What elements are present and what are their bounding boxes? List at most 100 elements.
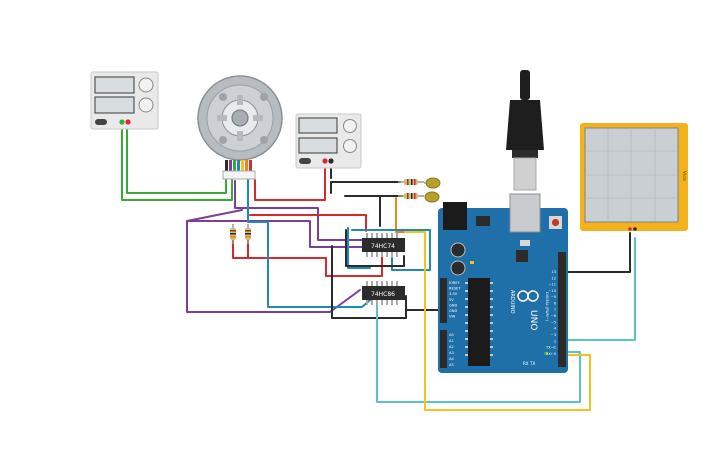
encoder-motor[interactable] xyxy=(197,75,283,180)
wire-black-scope xyxy=(565,232,631,273)
wire-red-ic xyxy=(247,255,383,277)
arduino-logo xyxy=(517,290,539,302)
arduino-led-on xyxy=(544,352,548,355)
wire-black-top xyxy=(330,181,401,194)
ic-74hc74[interactable]: 74HC74 xyxy=(362,233,405,257)
analog-pin-label: A1 xyxy=(449,339,454,343)
digital-pin-label: ~11 xyxy=(548,283,556,287)
psu1-knob-bottom xyxy=(138,97,154,113)
resistor-left-1[interactable] xyxy=(230,224,236,244)
power-pin-label: RESET xyxy=(449,287,461,291)
digital-pin-label: 12 xyxy=(551,276,556,280)
psu1-display-bottom xyxy=(94,96,135,114)
digital-pin-label: 8 xyxy=(554,302,557,306)
led-top-2[interactable] xyxy=(424,191,440,203)
ic-74hc74-label: 74HC74 xyxy=(371,243,395,250)
digital-pin-label: 7 xyxy=(554,308,556,312)
ic-74hc86-pins-bottom xyxy=(366,300,398,305)
psu1-display-top xyxy=(94,76,135,94)
resistor-top-2[interactable] xyxy=(398,193,424,199)
motor-screw-4 xyxy=(260,136,268,144)
arduino-regulator xyxy=(476,216,490,226)
arduino-usb-chip xyxy=(516,250,528,262)
psu1-terminal-pos xyxy=(125,119,131,125)
arduino-tx-label: TX xyxy=(529,361,535,366)
analog-pin-label: A5 xyxy=(449,363,454,367)
arduino-model: UNO xyxy=(528,310,538,330)
analog-pin-label: A4 xyxy=(449,357,454,361)
arduino-brand: ARDUINO xyxy=(509,290,515,314)
arduino-led-l xyxy=(470,261,474,264)
psu2-display-bottom xyxy=(298,137,338,154)
arduino-header-power xyxy=(440,278,447,323)
resistor-left-2[interactable] xyxy=(245,224,251,244)
oscilloscope-grid xyxy=(585,128,678,222)
wire-yellow-1 xyxy=(404,231,591,411)
wire-cyan-2 xyxy=(565,237,636,341)
digital-pin-label: 13 xyxy=(551,270,556,274)
analog-pin-label: A0 xyxy=(449,333,454,337)
digital-pin-label: ~6 xyxy=(551,314,557,318)
motor-leads xyxy=(222,160,256,180)
arduino-header-digital xyxy=(558,252,566,367)
wire-green-1 xyxy=(121,127,233,201)
power-pin-label: VIN xyxy=(449,315,456,319)
ic-74hc74-pins-top xyxy=(366,233,398,238)
digital-pin-label: 2 xyxy=(554,339,556,343)
arduino-usb-port xyxy=(509,193,541,233)
psu2-terminal-neg xyxy=(328,158,334,164)
arduino-power-jack xyxy=(443,202,467,230)
digital-pin-label: ~9 xyxy=(551,295,557,299)
wire-purple-2 xyxy=(186,209,361,313)
oscilloscope[interactable]: V/div xyxy=(580,123,688,231)
digital-pin-label: ~5 xyxy=(551,320,556,324)
ic-74hc74-pins-bottom xyxy=(366,252,398,257)
wire-red-mid xyxy=(249,214,367,232)
arduino-cap-2 xyxy=(450,260,466,276)
digital-pin-label: 4 xyxy=(554,327,557,331)
arduino-cap-1 xyxy=(450,242,466,258)
digital-pin-label: ~10 xyxy=(548,289,556,293)
arduino-uno[interactable]: ARDUINO UNO DIGITAL (PWM~) TX RX 1312~11… xyxy=(438,193,568,373)
psu2-switch xyxy=(299,158,311,164)
wire-purple-3 xyxy=(186,220,363,248)
wires xyxy=(121,127,636,411)
wire-black-ic74 xyxy=(345,229,405,267)
oscilloscope-vdiv-label: V/div xyxy=(682,171,687,182)
power-supply-1[interactable] xyxy=(90,71,159,130)
oscilloscope-terminal-neg xyxy=(633,227,637,231)
power-supply-2[interactable] xyxy=(295,113,362,169)
power-pin-label: GND xyxy=(449,309,457,313)
analog-pin-label: A3 xyxy=(449,351,454,355)
digital-pin-label: ~3 xyxy=(551,333,556,337)
arduino-header-analog xyxy=(440,330,447,368)
power-pin-label: GND xyxy=(449,303,457,307)
analog-pin-label: A2 xyxy=(449,345,454,349)
oscilloscope-terminal-pos xyxy=(628,227,632,231)
wire-orange xyxy=(395,197,407,233)
ic-74hc86-label: 74HC86 xyxy=(371,291,395,298)
wire-blue-ic xyxy=(347,227,371,269)
psu2-terminal-pos xyxy=(322,158,328,164)
psu2-display-top xyxy=(298,117,338,134)
arduino-mcu xyxy=(468,278,490,366)
motor-shaft xyxy=(231,109,249,127)
power-pin-label: 5V xyxy=(449,298,454,302)
psu1-knob-top xyxy=(138,77,154,93)
led-top-1[interactable] xyxy=(424,177,441,189)
usb-cable[interactable] xyxy=(506,70,544,191)
wire-green-2 xyxy=(126,127,227,194)
wire-black-low xyxy=(331,245,407,319)
power-pin-label: 3.3V xyxy=(449,292,458,296)
wire-cyan-1 xyxy=(376,299,581,403)
resistor-top-1[interactable] xyxy=(398,179,424,185)
wire-blue-1 xyxy=(247,179,371,308)
motor-screw-1 xyxy=(219,93,227,101)
ic-74hc86[interactable]: 74HC86 xyxy=(362,281,405,305)
wire-red-psu2 xyxy=(254,161,326,201)
arduino-rx-label: RX xyxy=(523,361,529,366)
digital-pin-label: RX←0 xyxy=(546,352,557,356)
